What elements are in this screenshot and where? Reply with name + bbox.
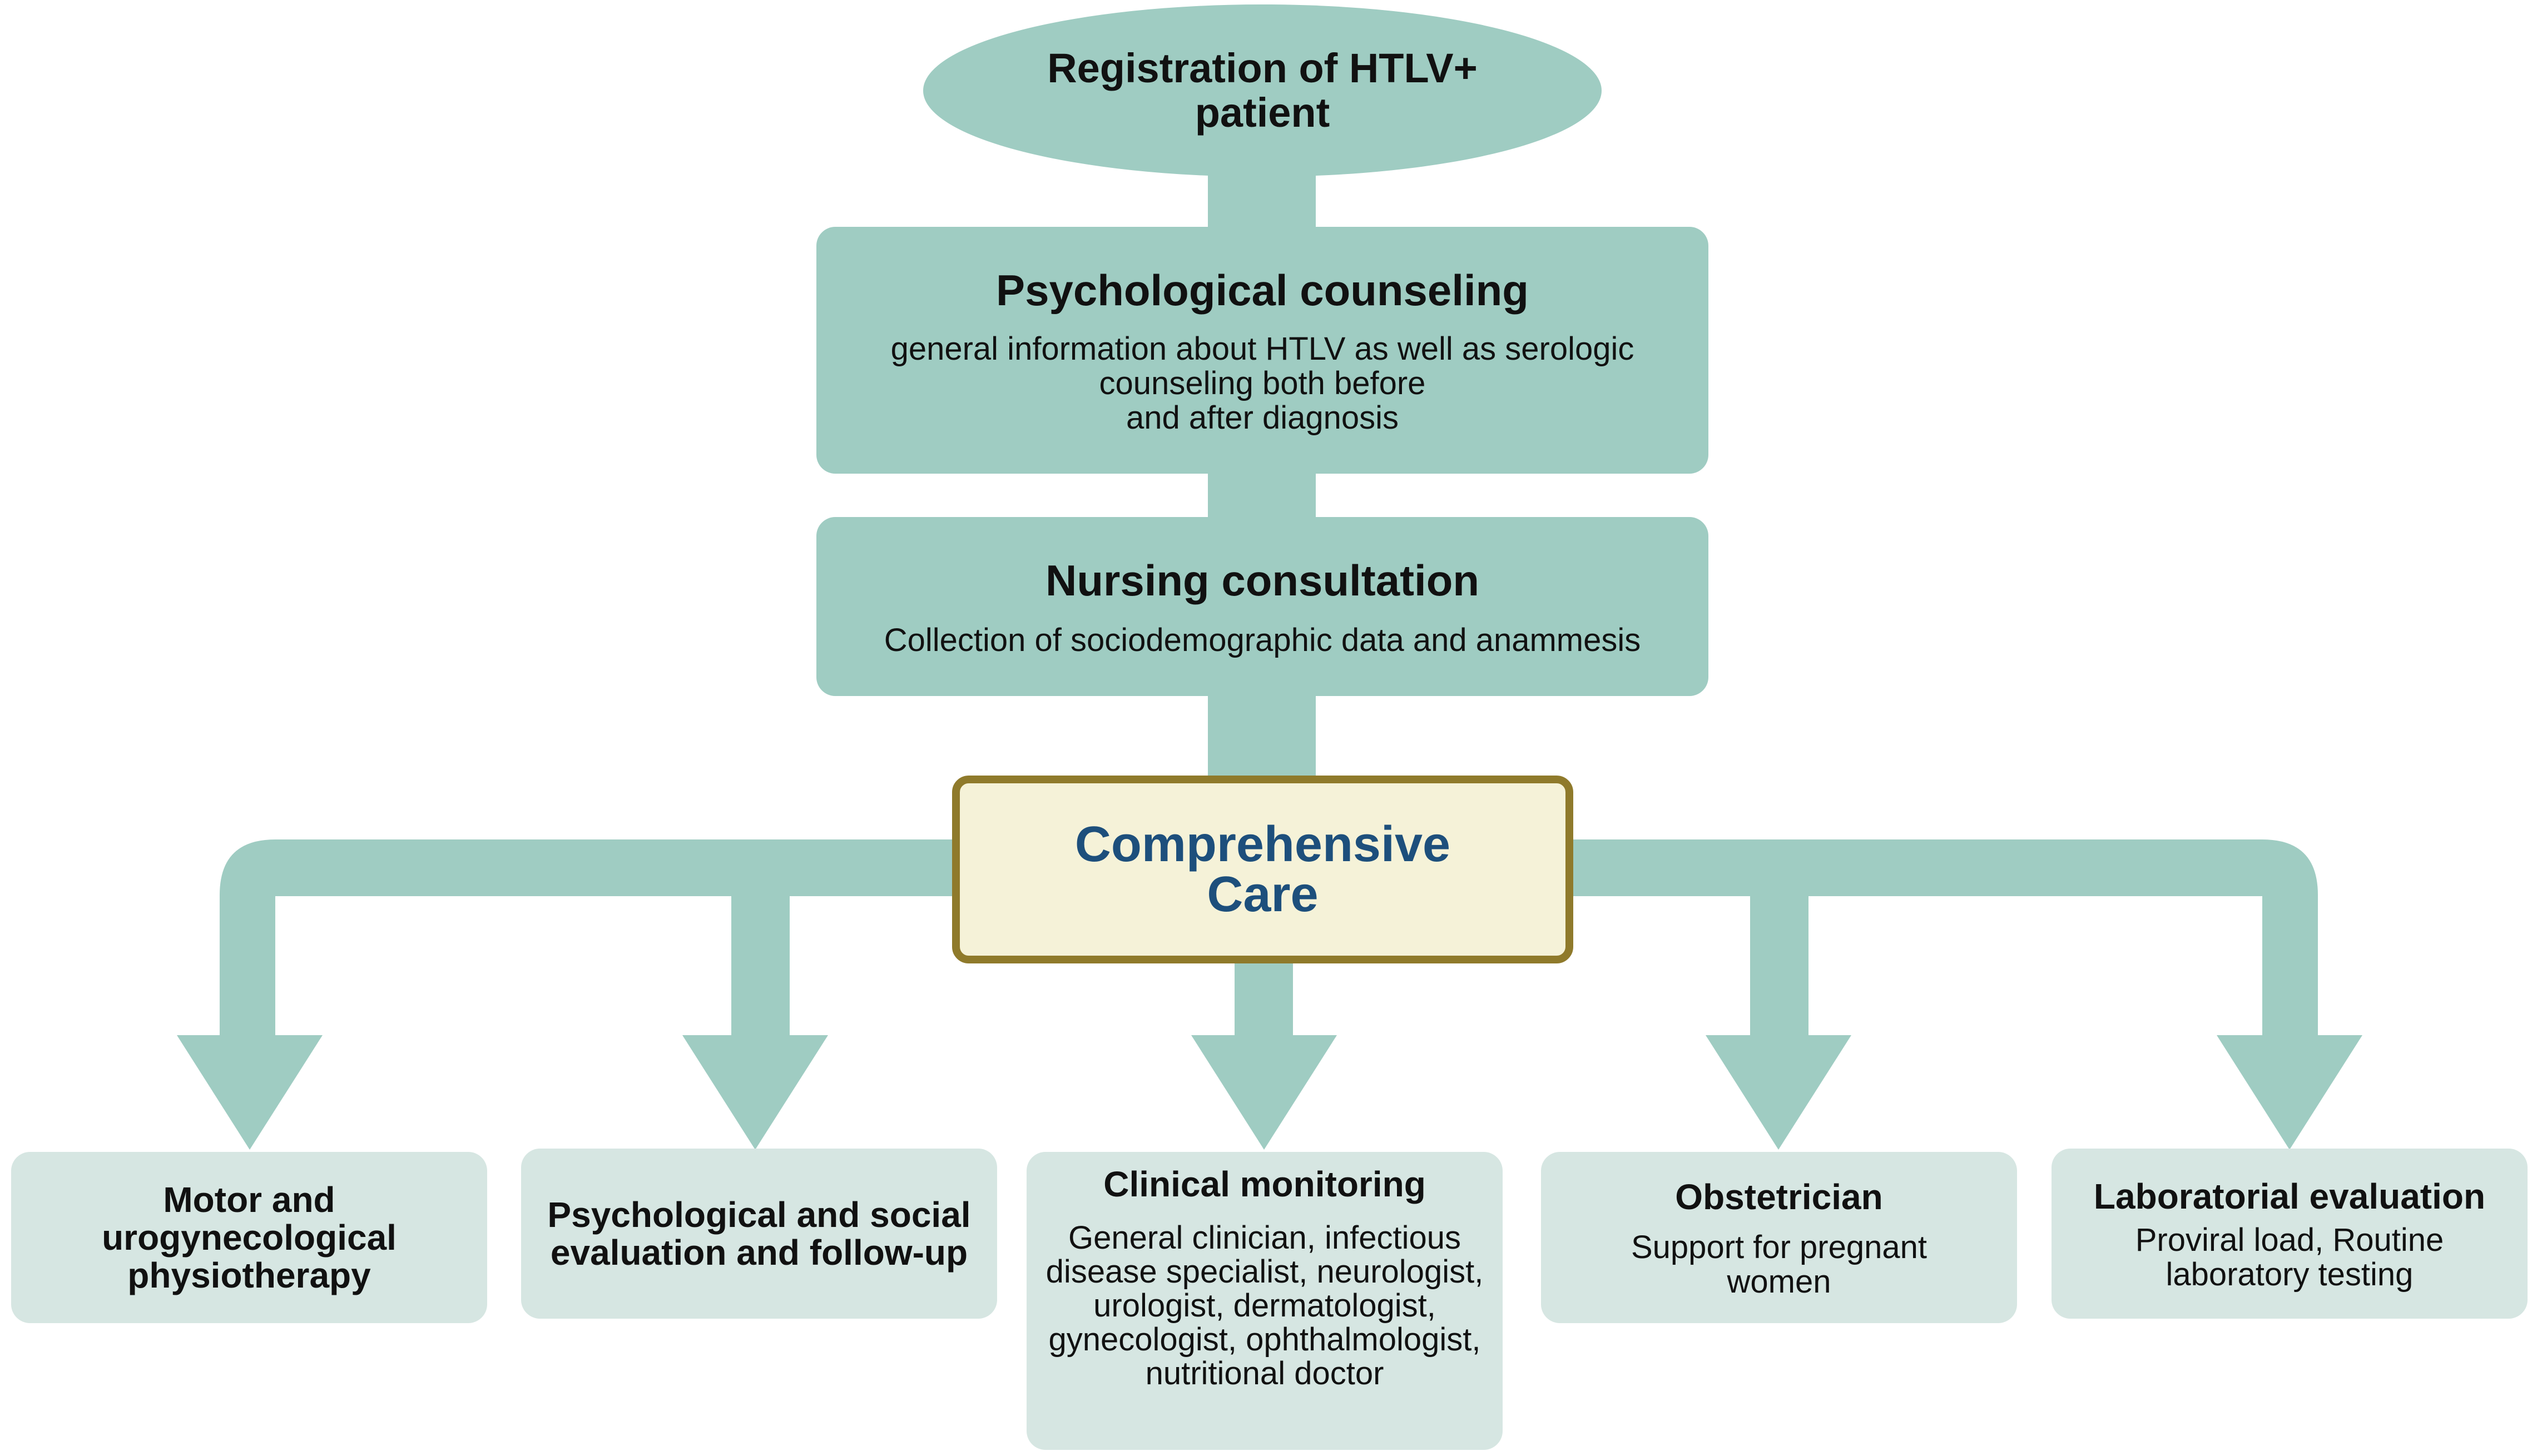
branch-laboratorial-title: Laboratorial evaluation: [2093, 1176, 2486, 1216]
branch-node-psych-social: Psychological and social evaluation and …: [521, 1149, 997, 1319]
arrowhead-1: [177, 1035, 323, 1150]
psych-counseling-title: Psychological counseling: [996, 266, 1529, 315]
branch-node-physiotherapy: Motor and urogynecological physiotherapy: [11, 1152, 487, 1323]
arrowhead-4: [1706, 1035, 1851, 1150]
start-node: Registration of HTLV+ patient: [923, 4, 1602, 177]
branch-physiotherapy-title: Motor and urogynecological physiotherapy: [102, 1180, 397, 1295]
psych-counseling-desc: general information about HTLV as well a…: [891, 332, 1634, 435]
psych-counseling-desc-line: counseling both before: [1099, 365, 1426, 401]
branch-clinical-monitoring-title: Clinical monitoring: [1103, 1164, 1426, 1204]
nursing-desc: Collection of sociodemographic data and …: [884, 622, 1641, 658]
arrowhead-2: [682, 1035, 828, 1150]
comprehensive-care-title: Comprehensive Care: [1074, 817, 1451, 922]
start-node-title: Registration of HTLV+ patient: [1047, 45, 1478, 136]
branch-node-obstetrician: Obstetrician Support for pregnant women: [1541, 1152, 2017, 1323]
branch-stem-4: [1750, 889, 1808, 1045]
branch-obstetrician-title: Obstetrician: [1675, 1177, 1883, 1217]
branch-node-laboratorial: Laboratorial evaluation Proviral load, R…: [2052, 1149, 2528, 1319]
arrowhead-3: [1191, 1035, 1337, 1150]
nursing-title: Nursing consultation: [1045, 556, 1479, 605]
comprehensive-care-node: Comprehensive Care: [952, 776, 1573, 963]
branch-stem-2: [731, 889, 790, 1045]
psych-counseling-desc-line: and after diagnosis: [1126, 400, 1399, 436]
nursing-node: Nursing consultation Collection of socio…: [816, 517, 1708, 696]
branch-node-clinical-monitoring: Clinical monitoring General clinician, i…: [1027, 1152, 1503, 1450]
psych-counseling-desc-line: general information about HTLV as well a…: [890, 331, 1634, 367]
branch-clinical-monitoring-desc: General clinician, infectious disease sp…: [1045, 1220, 1484, 1392]
branch-obstetrician-desc: Support for pregnant women: [1631, 1229, 1927, 1300]
arrowhead-5: [2217, 1035, 2362, 1150]
branch-laboratorial-desc: Proviral load, Routine laboratory testin…: [2135, 1222, 2444, 1293]
branch-psych-social-title: Psychological and social evaluation and …: [547, 1195, 971, 1273]
psych-counseling-node: Psychological counseling general informa…: [816, 227, 1708, 474]
